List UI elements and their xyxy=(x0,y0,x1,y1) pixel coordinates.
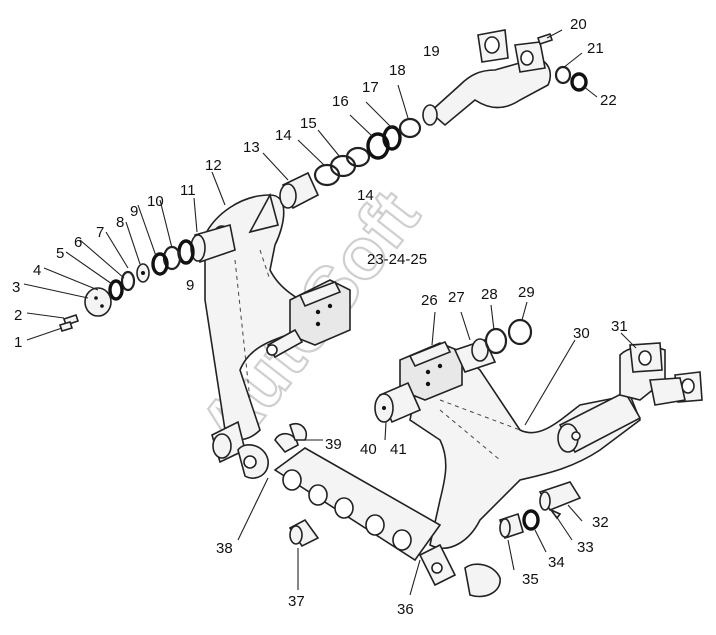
label-22: 22 xyxy=(600,92,617,109)
lower-beam-36 xyxy=(273,447,501,598)
upper-bracket-23-25 xyxy=(266,279,351,359)
label-36: 36 xyxy=(397,601,414,618)
pin-40-41 xyxy=(374,381,422,424)
bushing-parts-32-35 xyxy=(499,481,582,540)
label-28: 28 xyxy=(481,286,498,303)
label-5: 5 xyxy=(56,245,64,262)
label-19: 19 xyxy=(423,43,440,60)
label-32: 32 xyxy=(592,514,609,531)
label-12: 12 xyxy=(205,157,222,174)
label-39: 39 xyxy=(325,436,342,453)
label-10: 10 xyxy=(147,193,164,210)
label-31: 31 xyxy=(611,318,628,335)
label-37: 37 xyxy=(288,593,305,610)
label-35: 35 xyxy=(522,571,539,588)
label-11: 11 xyxy=(180,182,196,199)
label-41: 41 xyxy=(390,441,407,458)
label-38: 38 xyxy=(216,540,233,557)
label-23-24-25: 23-24-25 xyxy=(367,251,427,268)
lower-bracket-26-29 xyxy=(399,318,533,401)
leader-lines xyxy=(23,29,637,596)
left-pivot-38-39 xyxy=(211,420,308,479)
label-13: 13 xyxy=(243,139,260,156)
label-17: 17 xyxy=(362,79,379,96)
label-40: 40 xyxy=(360,441,377,458)
label-33: 33 xyxy=(577,539,594,556)
label-27: 27 xyxy=(448,289,465,306)
callout-labels: 1 2 3 4 5 6 7 8 9 9 10 11 12 13 14 14 15… xyxy=(12,16,628,618)
label-30: 30 xyxy=(573,325,590,342)
label-26: 26 xyxy=(421,292,438,309)
label-6: 6 xyxy=(74,234,82,251)
label-9b: 9 xyxy=(186,277,194,294)
label-16: 16 xyxy=(332,93,349,110)
lower-frame-30 xyxy=(409,342,703,549)
label-18: 18 xyxy=(389,62,406,79)
label-29: 29 xyxy=(518,284,535,301)
label-3: 3 xyxy=(12,279,20,296)
label-14a: 14 xyxy=(275,127,292,144)
label-15: 15 xyxy=(300,115,317,132)
upper-yoke-19 xyxy=(422,29,588,127)
label-1: 1 xyxy=(14,334,22,351)
label-20: 20 xyxy=(570,16,587,33)
label-7: 7 xyxy=(96,224,104,241)
label-8: 8 xyxy=(116,214,124,231)
label-4: 4 xyxy=(33,262,41,279)
label-2: 2 xyxy=(14,307,22,324)
tube-and-seals-13-18 xyxy=(279,117,422,210)
axle-stack-left xyxy=(58,223,236,332)
label-9a: 9 xyxy=(130,203,138,220)
label-14b: 14 xyxy=(357,187,374,204)
label-21: 21 xyxy=(587,40,604,57)
bushing-37 xyxy=(288,518,320,548)
label-34: 34 xyxy=(548,554,565,571)
